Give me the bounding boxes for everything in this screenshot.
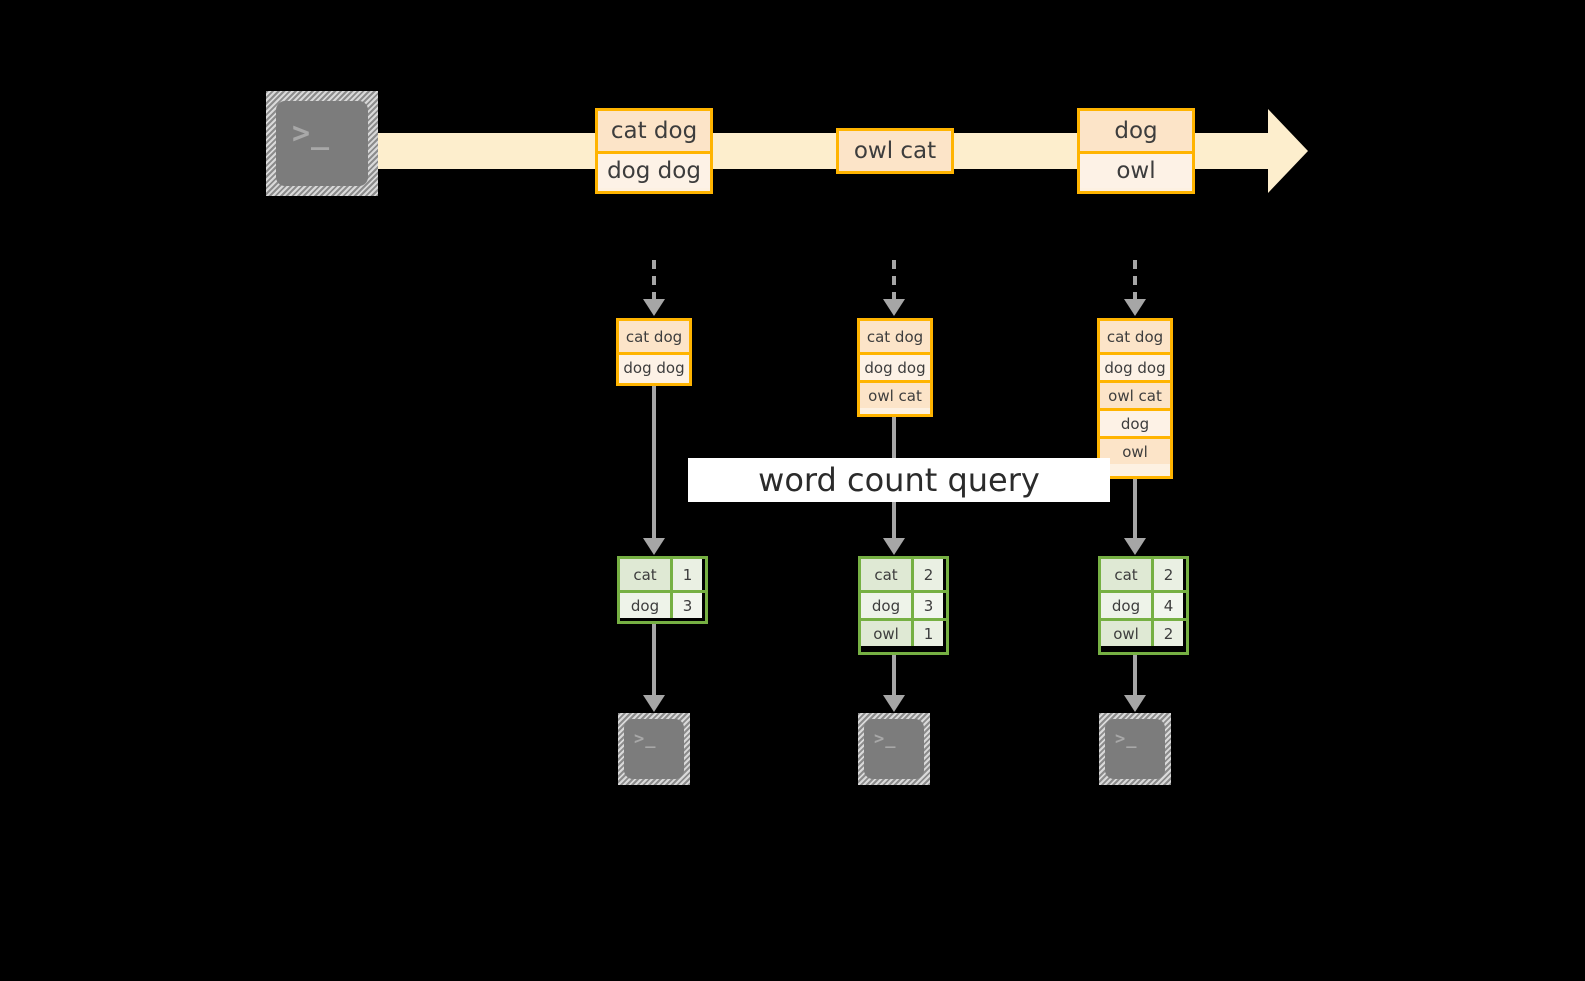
- result-word-cell: dog: [1101, 593, 1151, 618]
- snapshot-3-sink-terminal-icon: >_: [1099, 713, 1171, 785]
- input-record-line: owl: [1100, 436, 1170, 464]
- snapshot-1-sink-arrowhead: [643, 695, 665, 712]
- stream-record-line: dog: [1080, 111, 1192, 151]
- input-record-line: dog dog: [860, 352, 930, 380]
- stream-to-snapshot-2-dashed-connector: [892, 260, 896, 300]
- stream-record-line: dog dog: [598, 151, 710, 188]
- terminal-prompt-glyph: >_: [1115, 729, 1138, 749]
- stream-to-snapshot-3-dashed-connector: [1133, 260, 1137, 300]
- stream-to-snapshot-1-arrowhead: [643, 299, 665, 316]
- snapshot-2-sink-arrowhead: [883, 695, 905, 712]
- snapshot-1-query-connector: [652, 386, 656, 540]
- query-label-text: word count query: [758, 461, 1040, 499]
- snapshot-1-sink-terminal-icon: >_: [618, 713, 690, 785]
- stream-arrowhead: [1268, 109, 1308, 193]
- input-record-line: cat dog: [1100, 321, 1170, 352]
- query-label-band: [688, 458, 1110, 502]
- result-count-cell: 2: [911, 559, 943, 590]
- input-record-line: owl cat: [860, 380, 930, 408]
- terminal-body: >_: [276, 101, 368, 186]
- terminal-prompt-glyph: >_: [874, 729, 897, 749]
- stream-record-line: owl: [1080, 151, 1192, 188]
- terminal-prompt-glyph: >_: [634, 729, 657, 749]
- input-record-line: cat dog: [619, 321, 689, 352]
- result-count-cell: 1: [670, 559, 702, 590]
- stream-to-snapshot-2-arrowhead: [883, 299, 905, 316]
- stream-to-snapshot-3-arrowhead: [1124, 299, 1146, 316]
- snapshot-3-sink-arrowhead: [1124, 695, 1146, 712]
- snapshot-3-query-connector: [1133, 479, 1137, 540]
- snapshot-2-sink-connector: [892, 655, 896, 697]
- input-record-line: cat dog: [860, 321, 930, 352]
- snapshot-2-sink-terminal-icon: >_: [858, 713, 930, 785]
- stream-record-group-2: owl cat: [836, 128, 954, 174]
- input-record-line: owl cat: [1100, 380, 1170, 408]
- result-word-cell: dog: [620, 593, 670, 618]
- result-count-cell: 1: [911, 621, 943, 646]
- result-word-cell: cat: [1101, 559, 1151, 590]
- snapshot-3-sink-connector: [1133, 655, 1137, 697]
- stream-to-snapshot-1-dashed-connector: [652, 260, 656, 300]
- result-count-cell: 2: [1151, 559, 1183, 590]
- source-terminal-icon: >_: [266, 91, 378, 196]
- result-word-cell: dog: [861, 593, 911, 618]
- terminal-body: >_: [624, 719, 684, 779]
- snapshot-3-query-arrowhead: [1124, 538, 1146, 555]
- input-record-line: dog dog: [619, 352, 689, 380]
- result-word-cell: owl: [1101, 621, 1151, 646]
- snapshot-1-query-arrowhead: [643, 538, 665, 555]
- stream-record-line: cat dog: [598, 111, 710, 151]
- result-count-cell: 3: [911, 593, 943, 618]
- stream-record-line: owl cat: [839, 131, 951, 171]
- result-count-cell: 4: [1151, 593, 1183, 618]
- result-count-cell: 2: [1151, 621, 1183, 646]
- snapshot-2-query-arrowhead: [883, 538, 905, 555]
- terminal-body: >_: [1105, 719, 1165, 779]
- terminal-prompt-glyph: >_: [292, 116, 331, 151]
- input-record-line: dog dog: [1100, 352, 1170, 380]
- result-word-cell: owl: [861, 621, 911, 646]
- result-word-cell: cat: [620, 559, 670, 590]
- result-count-cell: 3: [670, 593, 702, 618]
- result-word-cell: cat: [861, 559, 911, 590]
- snapshot-1-sink-connector: [652, 624, 656, 697]
- terminal-body: >_: [864, 719, 924, 779]
- input-record-line: dog: [1100, 408, 1170, 436]
